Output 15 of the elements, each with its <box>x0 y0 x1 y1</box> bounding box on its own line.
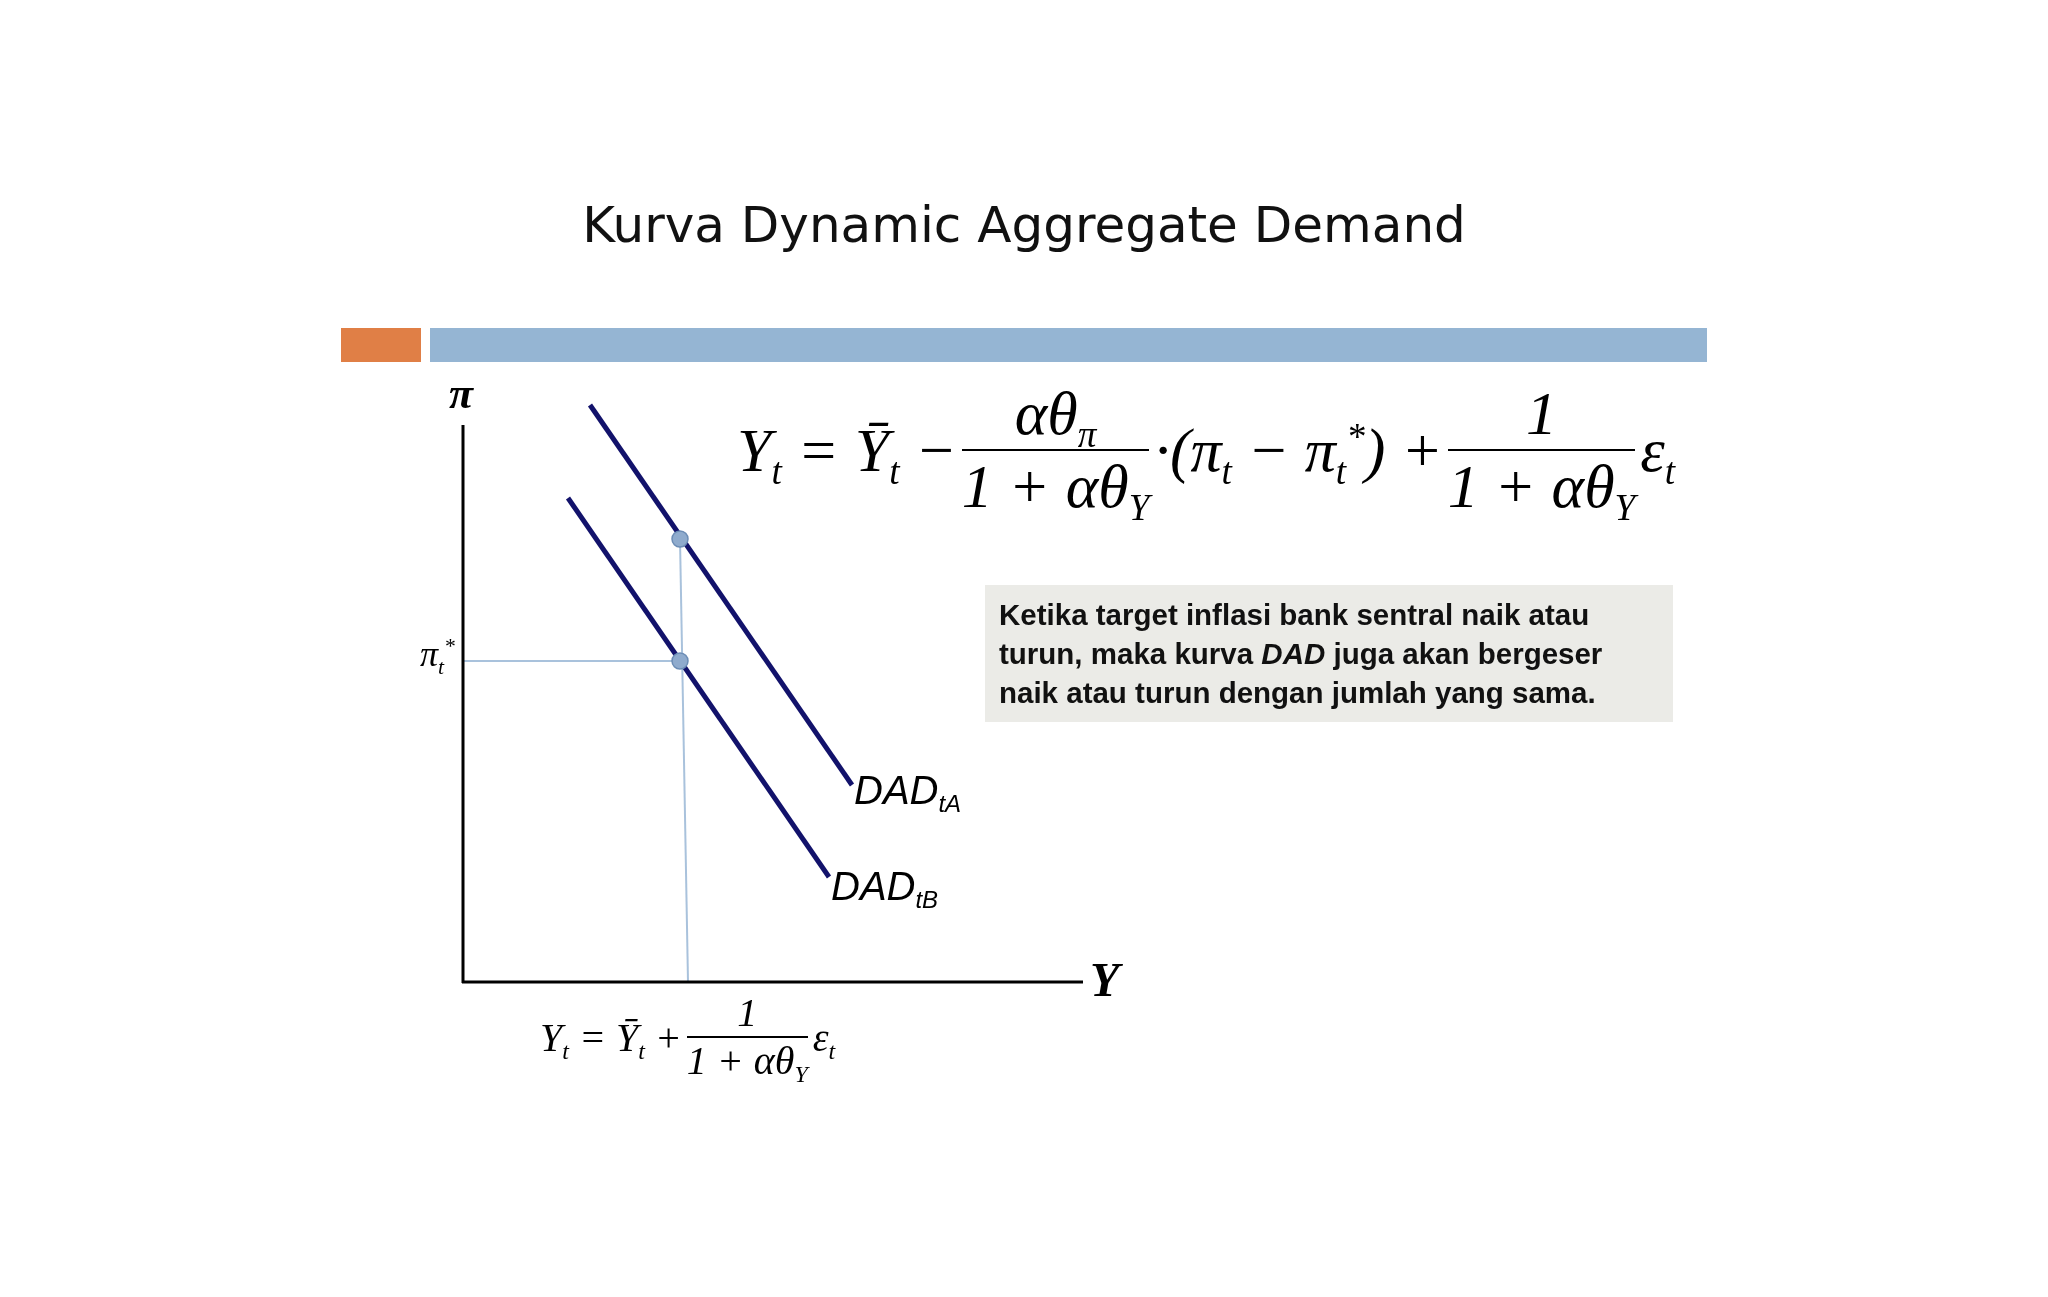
equation-term: ε$_{t}$ <box>1639 414 1677 486</box>
note-text: Ketika target inflasi bank sentral naik atau turun, maka kurva DAD juga akan bergeser naik atau turun dengan jumlah yang sama. <box>999 597 1604 711</box>
equation-term: Y$_{t}$ = Ȳ$_{t}$ − <box>736 414 958 486</box>
curve-label: DAD$_{tA}$ <box>854 770 962 810</box>
note-panel <box>985 585 1673 722</box>
fraction-numerator: 1 <box>737 990 758 1036</box>
curve-label: DAD$_{tB}$ <box>831 866 939 906</box>
equation-term: ·(π$_{t}$ − π$_{t}$$^{*}$) + <box>1153 414 1444 486</box>
fraction-numerator: 1 <box>1526 378 1558 449</box>
equation-term: Y$_{t}$ = Ȳ$_{t}$ + <box>539 1013 683 1061</box>
fraction-denominator: 1 + αθ$_{Y}$ <box>686 1038 808 1084</box>
axis-label: π <box>449 372 474 416</box>
fraction-numerator: αθ$_{π}$ <box>1014 378 1097 450</box>
equation-term: ε$_{t}$ <box>811 1013 837 1061</box>
slide-title: Kurva Dynamic Aggregate Demand <box>581 196 1467 254</box>
